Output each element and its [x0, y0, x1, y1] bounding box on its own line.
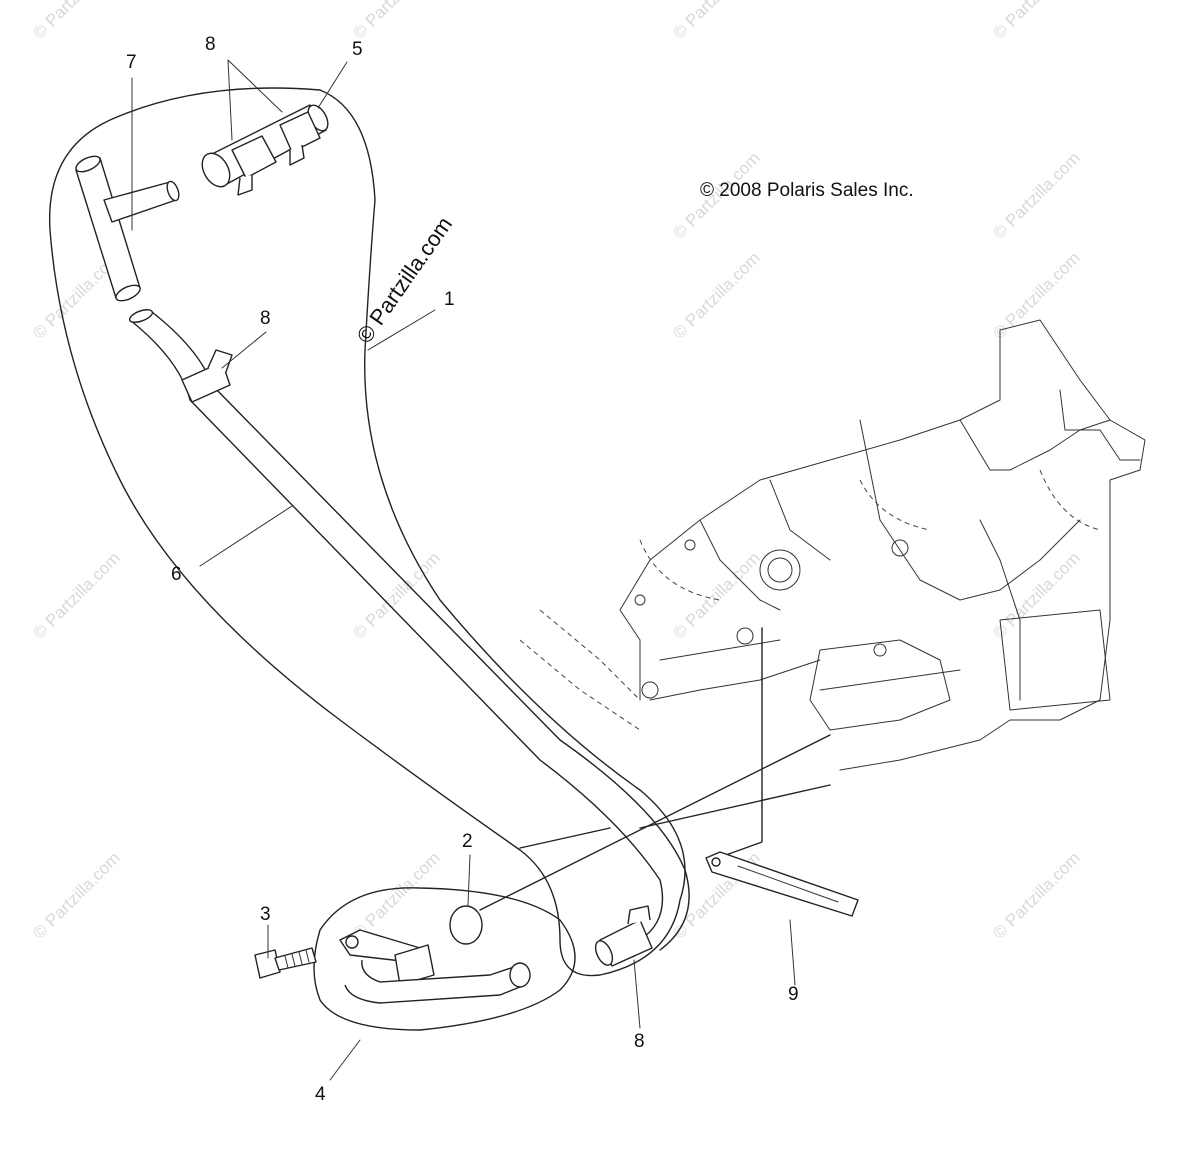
callout-9: 9: [788, 984, 799, 1005]
callout-8c: 8: [634, 1031, 645, 1052]
callout-3: 3: [260, 904, 271, 925]
strap: [705, 851, 859, 917]
callout-7: 7: [126, 52, 137, 73]
watermark-text: © Partzilla.com: [669, 0, 763, 43]
watermark-text: © Partzilla.com: [669, 248, 763, 342]
leader-lines-engine: [479, 627, 831, 911]
elbow-fitting: [313, 887, 576, 1031]
callout-8a: 8: [205, 34, 216, 55]
callout-leaders: [131, 59, 796, 1081]
callout-1: 1: [444, 289, 455, 310]
watermark-text: © Partzilla.com: [349, 0, 443, 43]
callout-6: 6: [171, 564, 182, 585]
tee-fitting: [75, 155, 180, 302]
plug: [449, 905, 483, 945]
watermark-text: © Partzilla.com: [29, 548, 123, 642]
watermark-text: © Partzilla.com: [349, 548, 443, 642]
callout-8b: 8: [260, 308, 271, 329]
bolt: [254, 947, 317, 979]
watermark-text: © Partzilla.com: [669, 548, 763, 642]
kit-outline: [48, 87, 686, 977]
watermark-text: © Partzilla.com: [989, 148, 1083, 242]
partzilla-stamp: © Partzilla.com: [352, 212, 458, 348]
callout-2: 2: [462, 831, 473, 852]
callout-labels: 7 8 5 1 8 6 2 3 4 8 9: [126, 34, 799, 1105]
engine-block: [519, 319, 1146, 771]
watermark-text: © Partzilla.com: [989, 0, 1083, 43]
watermark-text: © Partzilla.com: [29, 0, 123, 43]
watermark-layer: © Partzilla.com © Partzilla.com © Partzill…: [29, 0, 1083, 943]
main-hose: [128, 309, 690, 967]
watermark-text: © Partzilla.com: [29, 848, 123, 942]
callout-4: 4: [315, 1084, 326, 1105]
copyright-notice: © 2008 Polaris Sales Inc.: [700, 180, 914, 201]
callout-5: 5: [352, 39, 363, 60]
coupler-assembly: [201, 104, 329, 196]
watermark-text: © Partzilla.com: [989, 848, 1083, 942]
